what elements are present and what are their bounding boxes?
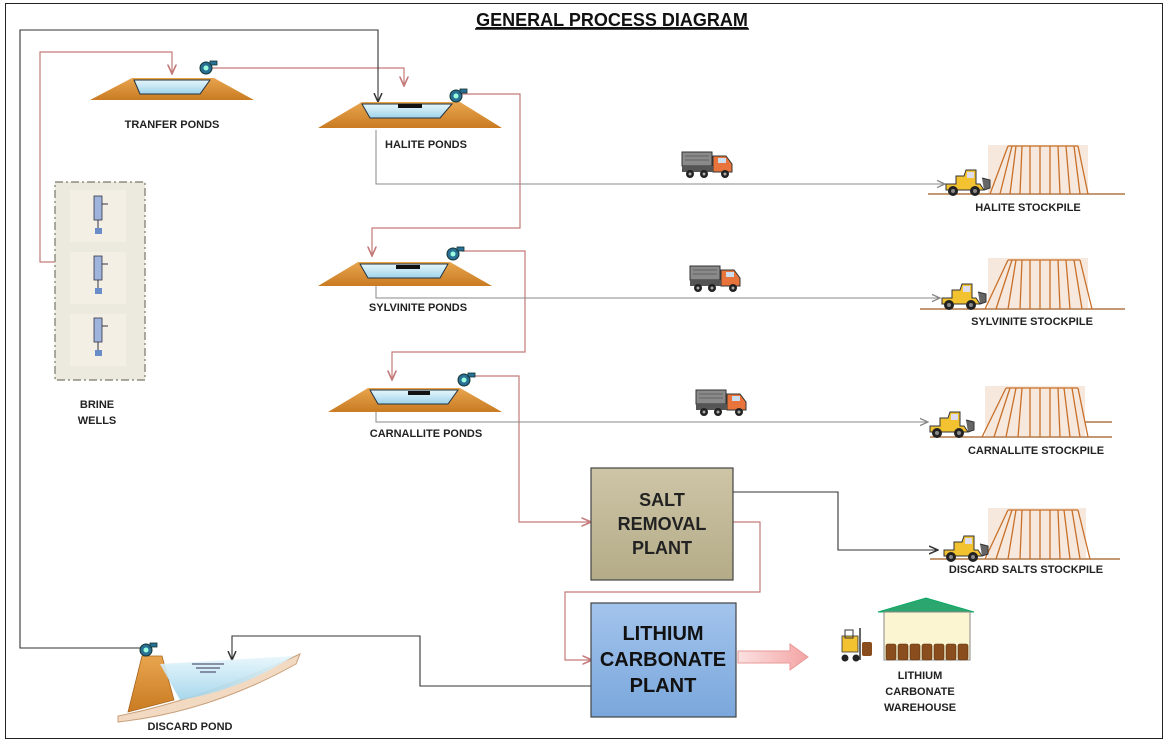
- wheel-loader-icon: [943, 535, 989, 563]
- brine-wells-label-1: BRINE: [80, 399, 114, 411]
- warehouse-label-2: CARBONATE: [885, 686, 954, 698]
- lithium-plant-label-3: PLANT: [630, 675, 697, 697]
- pump-icon: [449, 88, 468, 103]
- brine-flow-lines: [39, 51, 761, 660]
- halite-ponds-label: HALITE PONDS: [385, 139, 467, 151]
- lithium-carbonate-warehouse: LITHIUM CARBONATE WAREHOUSE: [841, 597, 975, 714]
- halite-ponds: HALITE PONDS: [318, 88, 502, 151]
- dump-truck-icon: [695, 389, 747, 417]
- pump-icon: [457, 372, 476, 387]
- halite-stockpile-label: HALITE STOCKPILE: [975, 202, 1081, 214]
- discard-salts-stockpile: DISCARD SALTS STOCKPILE: [930, 508, 1120, 576]
- product-arrow-icon: [737, 643, 809, 671]
- salt-removal-plant: SALT REMOVAL PLANT: [590, 467, 734, 581]
- carnallite-ponds-label: CARNALLITE PONDS: [370, 428, 482, 440]
- dump-truck-icon: [689, 265, 741, 293]
- wheel-loader-icon: [941, 283, 987, 311]
- sylvinite-stockpile-label: SYLVINITE STOCKPILE: [971, 316, 1093, 328]
- lithium-plant-label-2: CARBONATE: [600, 649, 726, 671]
- diagram-title: GENERAL PROCESS DIAGRAM: [476, 10, 748, 30]
- sylvinite-ponds: SYLVINITE PONDS: [318, 246, 492, 314]
- brine-wells: BRINE WELLS: [54, 181, 146, 427]
- sylvinite-stockpile: SYLVINITE STOCKPILE: [920, 258, 1125, 328]
- well-icon: [70, 190, 126, 242]
- carnallite-stockpile-label: CARNALLITE STOCKPILE: [968, 445, 1104, 457]
- pump-icon: [139, 642, 158, 657]
- harvest-lines: [375, 130, 945, 422]
- carnallite-stockpile: CARNALLITE STOCKPILE: [929, 386, 1112, 457]
- lithium-plant-label-1: LITHIUM: [622, 623, 703, 645]
- diagram-frame: [5, 3, 1163, 739]
- transfer-ponds-label: TRANFER PONDS: [125, 119, 220, 131]
- transfer-ponds: TRANFER PONDS: [90, 60, 254, 131]
- warehouse-label-3: WAREHOUSE: [884, 702, 956, 714]
- halite-stockpile: HALITE STOCKPILE: [928, 145, 1125, 214]
- well-icon: [70, 252, 126, 304]
- discard-salts-stockpile-label: DISCARD SALTS STOCKPILE: [949, 564, 1103, 576]
- brine-wells-label-2: WELLS: [78, 415, 117, 427]
- sylvinite-ponds-label: SYLVINITE PONDS: [369, 302, 467, 314]
- discard-pond-label: DISCARD POND: [148, 721, 233, 733]
- dump-truck-icon: [681, 151, 733, 179]
- carnallite-ponds: CARNALLITE PONDS: [328, 372, 502, 440]
- return-flow-lines: [19, 29, 938, 687]
- warehouse-label-1: LITHIUM: [898, 670, 943, 682]
- salt-plant-label-3: PLANT: [632, 538, 692, 558]
- well-icon: [70, 314, 126, 366]
- discard-pond: DISCARD POND: [117, 642, 301, 733]
- forklift-icon: [841, 628, 872, 662]
- wheel-loader-icon: [945, 169, 991, 197]
- salt-plant-label-1: SALT: [639, 490, 685, 510]
- salt-plant-label-2: REMOVAL: [618, 514, 707, 534]
- lithium-carbonate-plant: LITHIUM CARBONATE PLANT: [590, 602, 737, 718]
- pump-icon: [446, 246, 465, 261]
- wheel-loader-icon: [929, 411, 975, 439]
